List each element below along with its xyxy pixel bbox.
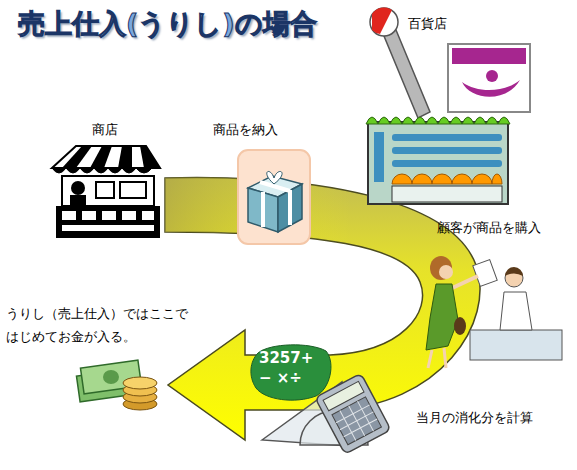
- customer-bag: [454, 317, 466, 335]
- gift-front: [248, 188, 278, 232]
- gift-box-icon: [238, 150, 310, 244]
- calculator-key-grid: [332, 397, 382, 445]
- gift-ribbon: [261, 192, 265, 227]
- store-ball-stripe: [372, 7, 392, 34]
- store-stripe: [392, 134, 502, 141]
- store-sign: [448, 44, 530, 112]
- annotation-text: 商品を納入: [213, 118, 278, 141]
- annotation-text: 商店: [92, 118, 118, 141]
- shop-counter-grid: [62, 225, 154, 231]
- department-store-icon: [366, 7, 530, 204]
- customer-dress: [426, 284, 458, 350]
- bill-seal: [103, 370, 119, 384]
- store-sign-bar: [452, 48, 526, 64]
- shop-awning-stripe: [140, 146, 160, 168]
- store-sign-dot: [486, 70, 498, 82]
- shop-icon: [52, 146, 160, 238]
- store-entrance: [392, 186, 502, 202]
- calculator-keys: [332, 397, 382, 445]
- shopkeeper-body: [70, 195, 86, 207]
- receipt: [473, 260, 497, 287]
- store-building: [368, 122, 508, 204]
- annotation-text: 顧客が商品を購入: [437, 216, 541, 239]
- store-stripe: [392, 160, 502, 167]
- shop-shelf: [96, 182, 114, 198]
- calculation-blob: 3257+− ×÷: [250, 343, 332, 401]
- store-window-column: [374, 132, 384, 182]
- customer-face: [439, 265, 453, 279]
- store-sign-logo: [462, 80, 520, 97]
- shop-counter-grid: [102, 211, 116, 220]
- counter: [470, 330, 562, 360]
- gift-bow: [267, 171, 282, 184]
- store-ball: [370, 8, 398, 36]
- customer-legs: [428, 348, 446, 368]
- shopkeeper-head: [71, 181, 85, 195]
- shop-awning-stripe: [118, 146, 132, 168]
- shop-counter: [56, 206, 160, 238]
- shop-scallops: [52, 168, 152, 173]
- shop-counter-grid: [142, 211, 154, 220]
- gift-backdrop: [238, 150, 310, 244]
- shop-shelf: [120, 182, 146, 198]
- store-stripe: [392, 147, 502, 154]
- coin: [123, 377, 157, 389]
- customer-hair: [430, 256, 452, 280]
- diagram-title: 売上仕入(うりし)の場合: [18, 6, 317, 42]
- clerk-hair: [505, 267, 523, 276]
- gift-side: [278, 184, 302, 232]
- shop-counter-grid: [82, 211, 96, 220]
- shop-awning-stripe: [62, 146, 92, 168]
- calculator-figures: 3257+− ×÷: [250, 343, 313, 388]
- shop-awning: [52, 146, 160, 168]
- customer-scene: [426, 256, 562, 368]
- store-roof-hedge: [366, 117, 510, 124]
- gift-ribbon: [288, 190, 292, 225]
- money-icon: [76, 360, 157, 410]
- annotation-text: 百貨店: [408, 12, 447, 35]
- shop-counter-grid: [62, 211, 76, 220]
- shop-counter-grid: [122, 211, 136, 220]
- store-awnings: [392, 174, 502, 184]
- shop-wall: [62, 176, 154, 206]
- annotation-text: 当月の消化分を計算: [416, 406, 533, 429]
- clerk-body: [500, 292, 532, 330]
- shop-awning-stripe: [90, 146, 112, 168]
- annotation-text: うりし（売上仕入）ではここで はじめてお金が入る。: [6, 302, 246, 348]
- store-sign-arm: [384, 30, 430, 118]
